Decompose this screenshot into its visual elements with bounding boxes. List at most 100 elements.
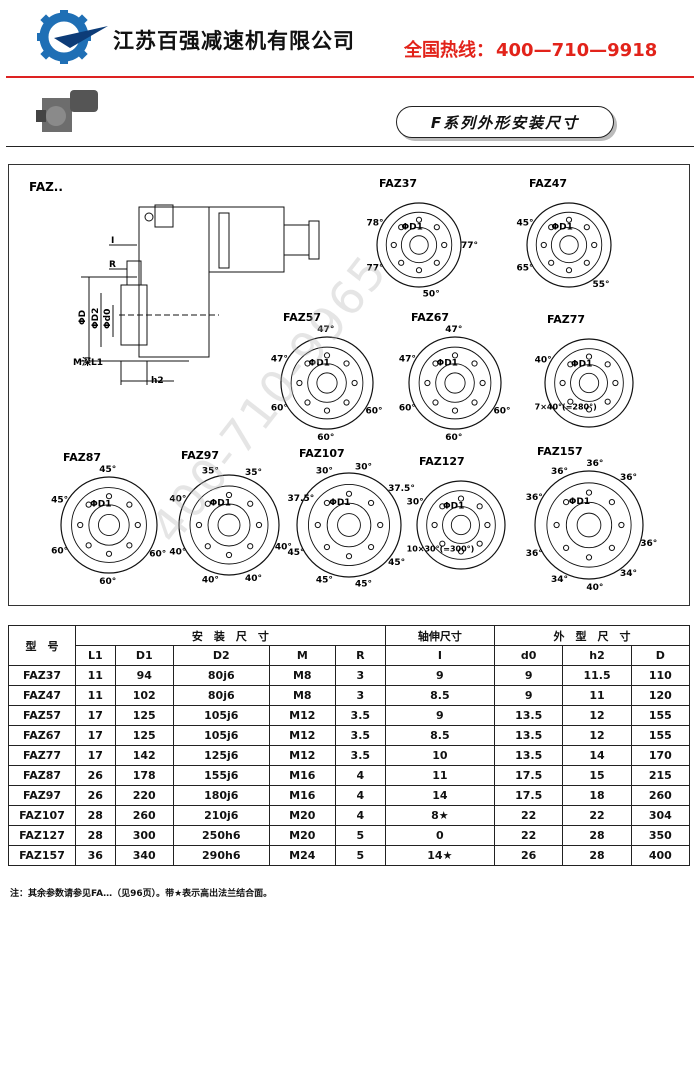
flange-ring [217, 513, 241, 537]
install-dims-header: 安 装 尺 寸 [75, 625, 386, 646]
model-cell: FAZ67 [8, 725, 76, 746]
table-cell: 11 [562, 685, 632, 706]
flange-angle-label: 37.5° [388, 484, 415, 494]
bolt-hole [247, 543, 254, 550]
flange-angle-label: 60° [271, 404, 288, 414]
bolt-hole [377, 521, 384, 529]
table-cell: 13.5 [494, 705, 564, 726]
flange-angle-label: 77° [461, 241, 478, 251]
series-title-box: F系列外形安装尺寸 [396, 106, 614, 138]
table-cell: 11 [384, 765, 496, 786]
bolt-hole [126, 501, 133, 508]
table-cell: 11.5 [562, 665, 632, 686]
flange-title: FAZ37 [379, 177, 417, 190]
flange-ring [189, 485, 269, 565]
flange-angle-label: 34° [620, 569, 637, 579]
flange-angle-label: 47° [317, 325, 334, 335]
bolt-hole [583, 224, 590, 231]
table-cell: M16 [268, 765, 336, 786]
model-cell: FAZ97 [8, 785, 76, 806]
flange-angle-label: 45° [51, 496, 68, 506]
flange-title: FAZ87 [63, 451, 101, 464]
flange-ring [307, 483, 391, 567]
bolt-hole [345, 490, 353, 497]
table-cell: 300 [114, 825, 174, 846]
company-logo-icon [37, 10, 108, 64]
flange-angle-label: 45° [316, 575, 333, 585]
flange-d1-label: ΦD1 [569, 497, 590, 507]
table-cell: 290h6 [172, 845, 270, 866]
table-cell: 9 [384, 705, 496, 726]
dimension-drawing: FAZ.. I R ΦD ΦD2 Φd0 M深L1 h2 FAZ3778°ΦD1… [29, 177, 657, 593]
flange-ring [435, 363, 475, 403]
title-divider [6, 146, 694, 147]
flange-ring [418, 346, 492, 420]
flange-angle-label: 36° [526, 493, 543, 503]
table-cell: 17 [75, 745, 116, 766]
table-cell: 9 [494, 665, 564, 686]
flange-title: FAZ67 [411, 311, 449, 324]
hotline-number[interactable]: 400—710—9918 [496, 40, 658, 61]
flange-angle-label: 36° [551, 467, 568, 477]
bolt-hole [457, 548, 465, 555]
table-cell: 260 [630, 785, 691, 806]
bolt-hole [398, 259, 405, 266]
outline-dims-header: 外 型 尺 寸 [494, 625, 690, 646]
flange-ring [207, 503, 251, 547]
table-cell: 3.5 [334, 745, 386, 766]
table-cell: 178 [114, 765, 174, 786]
flange-angle-label: 78° [366, 218, 383, 228]
bolt-hole [105, 493, 113, 500]
flange-title: FAZ107 [299, 447, 345, 460]
bolt-hole [457, 495, 465, 502]
bolt-hole [225, 491, 233, 499]
bolt-hole [484, 521, 491, 529]
table-cell: 94 [114, 665, 174, 686]
company-name: 江苏百强减速机有限公司 [113, 29, 355, 53]
column-header: h2 [562, 645, 632, 666]
table-cell: 26 [494, 845, 564, 866]
column-header: L1 [75, 645, 116, 666]
column-header: R [334, 645, 386, 666]
table-cell: 15 [562, 765, 632, 786]
table-cell: 28 [562, 845, 632, 866]
table-cell: 12 [562, 725, 632, 746]
flange-outline [60, 476, 158, 574]
flange-title: FAZ157 [537, 445, 583, 458]
bolt-hole [562, 498, 570, 506]
table-cell: 210j6 [172, 805, 270, 826]
flange-d1-label: ΦD1 [437, 359, 458, 369]
column-header: D1 [114, 645, 174, 666]
page-header: 江苏百强减速机有限公司 全国热线：400—710—9918 [0, 0, 700, 82]
flange-angle-label: 45° [288, 548, 305, 558]
table-cell: 350 [630, 825, 691, 846]
bolt-hole [105, 550, 113, 557]
flange-angle-label: 47° [399, 354, 416, 364]
bolt-hole [296, 379, 303, 387]
table-cell: 10 [384, 745, 496, 766]
bolt-hole [604, 361, 611, 368]
bolt-hole [612, 379, 619, 387]
bolt-hole [351, 379, 358, 387]
bolt-hole [432, 360, 439, 367]
table-cell: 260 [114, 805, 174, 826]
bolt-hole [314, 521, 321, 529]
flange-angle-label: 36° [586, 459, 603, 469]
dim-I: I [111, 236, 114, 246]
table-cell: 340 [114, 845, 174, 866]
bolt-hole [441, 241, 448, 249]
bolt-hole [398, 224, 405, 231]
model-cell: FAZ127 [8, 825, 76, 846]
bolt-hole [433, 259, 440, 266]
table-cell: 9 [384, 665, 496, 686]
bolt-hole [548, 224, 555, 231]
flange-outline [296, 472, 402, 578]
flange-ring [554, 348, 624, 418]
bolt-hole [585, 554, 593, 561]
bolt-hole [618, 521, 625, 529]
